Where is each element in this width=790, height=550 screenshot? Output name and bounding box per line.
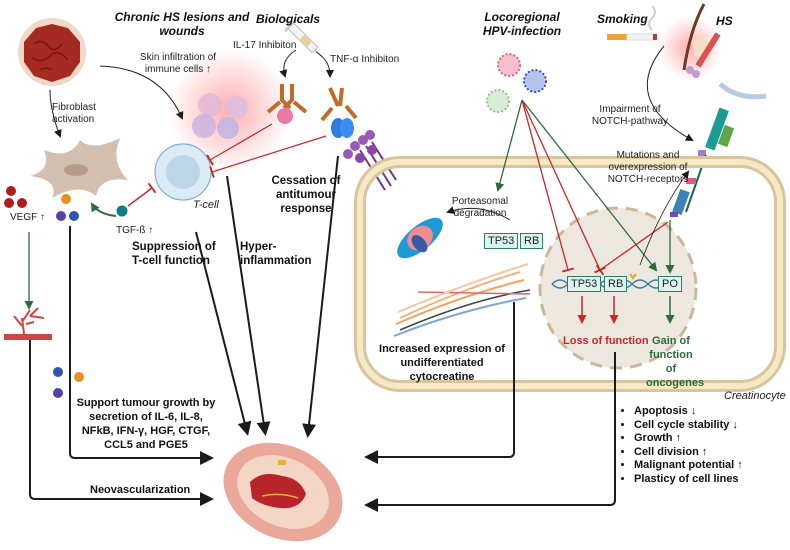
il17-antibody-icon (266, 84, 308, 124)
effect-suppression: Suppression of T-cell function (132, 241, 216, 267)
label-il17-inhibition: IL-17 Inhibiton (233, 40, 297, 51)
arrow-degradation-proteasome (446, 206, 511, 221)
label-tnf-inhibition: TNF-α Inhibiton (330, 54, 400, 65)
title-hs: HS (716, 14, 733, 28)
immune-cells-icon (168, 48, 292, 172)
arrow-cessation-to-tumour (302, 155, 339, 438)
arrow-hyperinflammation-to-tumour (226, 175, 271, 436)
arrow-suppression-to-tumour (195, 231, 252, 436)
outcomes-list: Apoptosis ↓ Cell cycle stability ↓ Growt… (620, 405, 743, 487)
syringe-icon (280, 15, 323, 58)
arrow-mutations-notch (639, 170, 690, 266)
tgf-beta-molecule-icon (116, 205, 128, 217)
gene-box-po: PO (658, 276, 682, 292)
cytokeratin-fibers-icon (393, 263, 531, 337)
gene-box-tp53: TP53 (567, 276, 602, 292)
label-porteasomal-degradation: Porteasomal degradation (451, 196, 509, 219)
hpv-virus-icons (486, 53, 547, 113)
arrow-cytokeratin-to-tumour (364, 302, 515, 464)
label-skin-infiltration: Skin infiltration of immune cells ↑ (139, 52, 217, 75)
inhibit-il17-tcell (206, 123, 273, 166)
blood-vessel-icon (4, 307, 52, 340)
label-fibroblast-activation: Fibroblast activation (52, 102, 96, 125)
vegf-molecules-icon (4, 186, 27, 208)
label-t-cell: T-cell (193, 199, 219, 211)
arrow-neovascularization-to-tumour (29, 340, 214, 506)
notch-receptor-icon (670, 82, 767, 217)
title-chronic-hs: Chronic HS lesions and wounds (114, 10, 250, 38)
outcome-item: Plasticy of cell lines (634, 473, 743, 487)
gene-box-tp53-free: TP53 (484, 233, 519, 249)
arrow-smoking-notch (646, 45, 694, 141)
creatinocyte-cell-membrane (354, 156, 786, 392)
inhibit-hpv-rb (521, 99, 606, 274)
inhibit-tgf-tcell (127, 182, 157, 207)
outcome-item: Cell division ↑ (634, 446, 743, 460)
effect-increased-expression: Increased expression of undifferentiated… (379, 343, 505, 383)
tumour-icon (223, 442, 343, 542)
effect-hyperinflammation: Hyper-inflammation (240, 241, 312, 267)
outcome-item: Apoptosis ↓ (634, 405, 743, 419)
effect-neovascularization: Neovascularization (90, 484, 191, 496)
effect-loss-of-function: Loss of function (563, 335, 649, 347)
proteasome-icon (397, 217, 443, 259)
inhibit-tnf-tcell (209, 135, 327, 179)
arrow-hpv-po (521, 99, 658, 272)
arrow-hpv-degradation (495, 99, 523, 192)
inhibit-notch-rb (595, 221, 669, 276)
arrow-tgf-fibroblast (90, 202, 117, 217)
label-impairment-notch: Impairment of NOTCH-pathway (591, 104, 669, 127)
gene-box-rb-free: RB (520, 233, 544, 249)
tnf-receptor-icon (343, 130, 397, 191)
hair-follicle-icon (658, 3, 722, 80)
title-hpv: Locoregional HPV-infection (482, 10, 562, 38)
cigarette-icon (607, 5, 657, 41)
fibroblast-icon (30, 138, 128, 198)
title-biologicals: Biologicals (256, 12, 321, 26)
label-creatinocyte: Creatinocyte (724, 390, 786, 402)
arrow-to-tnf (315, 51, 334, 78)
label-mutations-notch: Mutations and overexpression of NOTCH-re… (607, 150, 689, 185)
arrow-lof-to-tumour (364, 352, 616, 512)
outcome-item: Malignant potential ↑ (634, 459, 743, 473)
gene-box-rb: RB (604, 276, 628, 292)
label-vegf: VEGF ↑ (10, 212, 46, 223)
title-smoking: Smoking (597, 12, 648, 26)
tnf-antibody-icon (320, 87, 358, 138)
arrow-to-il17 (279, 49, 297, 78)
arrow-wound-to-tcell (99, 65, 184, 120)
arrow-wound-to-fibroblast (49, 89, 62, 138)
inhibit-hpv-tp53 (521, 99, 575, 273)
outcome-item: Growth ↑ (634, 432, 743, 446)
effect-support-growth: Support tumour growth by secretion of IL… (76, 397, 216, 451)
effect-gain-of-function: Gain of function of oncogenes (646, 335, 705, 389)
chronic-wound-icon (18, 18, 86, 86)
outcome-item: Cell cycle stability ↓ (634, 419, 743, 433)
t-cell-icon (154, 143, 212, 201)
label-tgf-beta: TGF-ß ↑ (116, 225, 154, 236)
cytokine-molecules-icon (53, 194, 84, 398)
arrow-cytokines-to-tumour (69, 226, 214, 465)
effect-cessation: Cessation of antitumour response (271, 175, 341, 215)
